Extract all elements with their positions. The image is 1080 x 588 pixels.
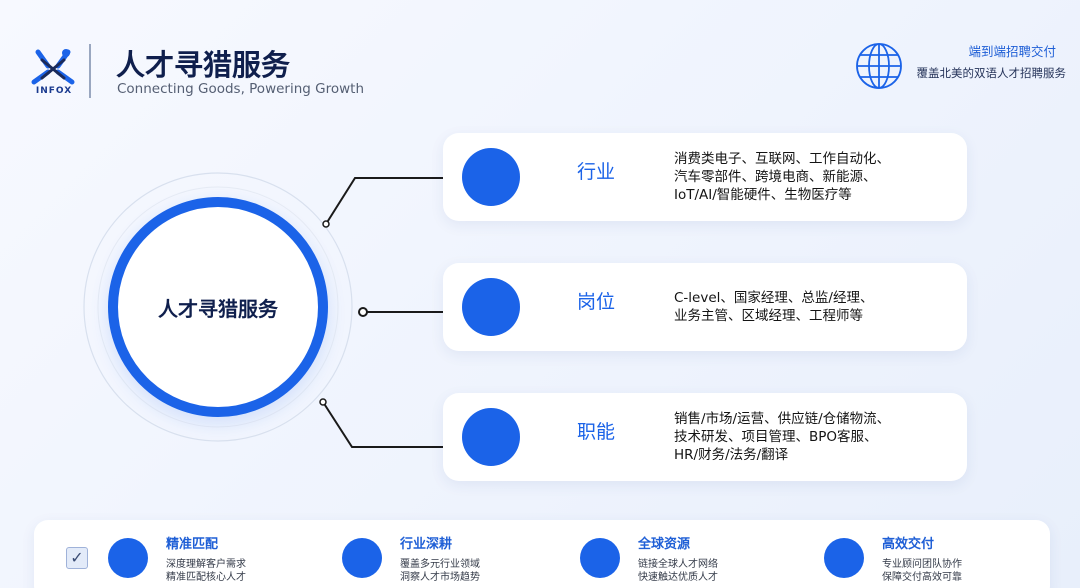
- feature-precise-match: 精准匹配 深度理解客户需求 精准匹配核心人才: [108, 520, 328, 588]
- card-desc-line: 销售/市场/运营、供应链/仓储物流、: [674, 411, 891, 427]
- globe-icon: [856, 43, 902, 89]
- feature-dot-icon: [824, 538, 864, 578]
- card-description: 消费类电子、互联网、工作自动化、 汽车零部件、跨境电商、新能源、 IoT/AI/…: [674, 150, 954, 204]
- tagline-top: 端到端招聘交付: [968, 44, 1056, 59]
- card-description: C-level、国家经理、总监/经理、 业务主管、区域经理、工程师等: [674, 289, 954, 325]
- feature-global-resources: 全球资源 链接全球人才网络 快速触达优质人才: [580, 520, 800, 588]
- card-dot-icon: [462, 408, 520, 466]
- center-circle: 人才寻猎服务: [108, 197, 328, 417]
- feature-title: 精准匹配: [166, 537, 219, 552]
- feature-line: 保障交付高效可靠: [882, 572, 962, 583]
- header-divider: [89, 44, 91, 98]
- card-desc-line: 汽车零部件、跨境电商、新能源、: [674, 169, 877, 185]
- page-subtitle: Connecting Goods, Powering Growth: [117, 81, 365, 97]
- card-desc-line: 技术研发、项目管理、BPO客服、: [674, 429, 878, 445]
- card-label: 职能: [577, 421, 616, 443]
- feature-title: 全球资源: [638, 537, 691, 552]
- card-industry: 行业 消费类电子、互联网、工作自动化、 汽车零部件、跨境电商、新能源、 IoT/…: [443, 133, 967, 221]
- feature-efficient-delivery: 高效交付 专业顾问团队协作 保障交付高效可靠: [824, 520, 1044, 588]
- feature-bar: ✓ 精准匹配 深度理解客户需求 精准匹配核心人才 行业深耕 覆盖多元行业领域 洞…: [34, 520, 1050, 588]
- feature-dot-icon: [580, 538, 620, 578]
- connector-top-dot: [322, 220, 330, 228]
- card-desc-line: 消费类电子、互联网、工作自动化、: [674, 151, 890, 167]
- card-label: 行业: [577, 161, 616, 183]
- page-title: 人才寻猎服务: [116, 48, 291, 82]
- feature-line: 覆盖多元行业领域: [400, 559, 480, 570]
- feature-dot-icon: [108, 538, 148, 578]
- card-description: 销售/市场/运营、供应链/仓储物流、 技术研发、项目管理、BPO客服、 HR/财…: [674, 410, 954, 464]
- feature-line: 精准匹配核心人才: [166, 572, 246, 583]
- center-label: 人才寻猎服务: [158, 296, 278, 321]
- tagline-bottom: 覆盖北美的双语人才招聘服务: [916, 66, 1067, 80]
- card-dot-icon: [462, 148, 520, 206]
- feature-title: 高效交付: [882, 537, 935, 552]
- feature-line: 深度理解客户需求: [166, 559, 246, 570]
- card-desc-line: 业务主管、区域经理、工程师等: [674, 308, 863, 324]
- logo-text: INFOX: [35, 86, 73, 96]
- card-dot-icon: [462, 278, 520, 336]
- feature-dot-icon: [342, 538, 382, 578]
- card-desc-line: C-level、国家经理、总监/经理、: [674, 290, 874, 306]
- card-label: 岗位: [577, 291, 616, 313]
- connector-bottom-dot: [319, 398, 327, 406]
- card-position: 岗位 C-level、国家经理、总监/经理、 业务主管、区域经理、工程师等: [443, 263, 967, 351]
- feature-line: 链接全球人才网络: [638, 559, 718, 570]
- feature-title: 行业深耕: [400, 537, 453, 552]
- connector-bottom: [322, 401, 445, 448]
- connector-top: [325, 177, 445, 225]
- connector-middle-dot: [358, 307, 368, 317]
- feature-line: 快速触达优质人才: [638, 572, 718, 583]
- infox-logo-icon: [31, 49, 75, 85]
- card-function: 职能 销售/市场/运营、供应链/仓储物流、 技术研发、项目管理、BPO客服、 H…: [443, 393, 967, 481]
- feature-line: 专业顾问团队协作: [882, 559, 962, 570]
- card-desc-line: IoT/AI/智能硬件、生物医疗等: [674, 187, 852, 203]
- checkbox-icon: ✓: [66, 547, 88, 569]
- card-desc-line: HR/财务/法务/翻译: [674, 447, 789, 463]
- feature-industry-depth: 行业深耕 覆盖多元行业领域 洞察人才市场趋势: [342, 520, 562, 588]
- feature-line: 洞察人才市场趋势: [400, 572, 480, 583]
